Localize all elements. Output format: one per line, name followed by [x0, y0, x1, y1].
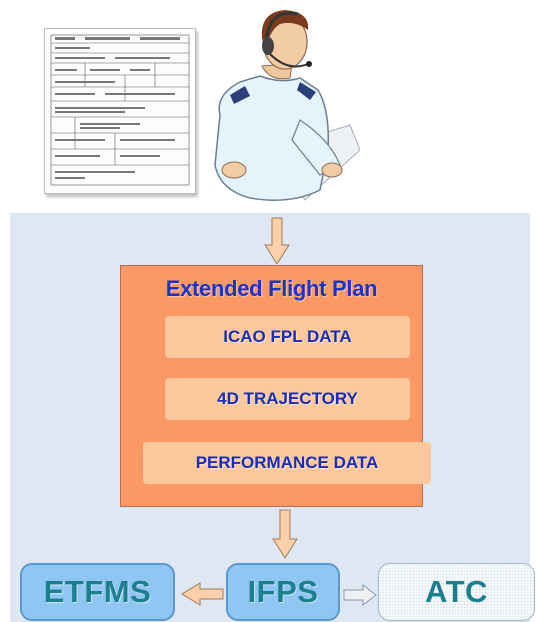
atc-node: ATC	[378, 563, 535, 621]
performance-data-item: PERFORMANCE DATA	[143, 442, 431, 484]
ifps-node: IFPS	[226, 563, 340, 621]
flight-plan-form-icon	[44, 28, 196, 194]
arrow-down-icon	[264, 217, 290, 265]
efp-title: Extended Flight Plan	[165, 276, 378, 301]
arrow-right-icon	[343, 584, 377, 606]
4d-trajectory-item: 4D TRAJECTORY	[165, 378, 410, 420]
etfms-node: ETFMS	[20, 563, 175, 621]
air-traffic-controller-icon	[200, 0, 361, 208]
arrow-left-icon	[181, 582, 224, 606]
icao-fpl-data-item: ICAO FPL DATA	[165, 316, 410, 358]
arrow-down-icon	[272, 509, 298, 559]
